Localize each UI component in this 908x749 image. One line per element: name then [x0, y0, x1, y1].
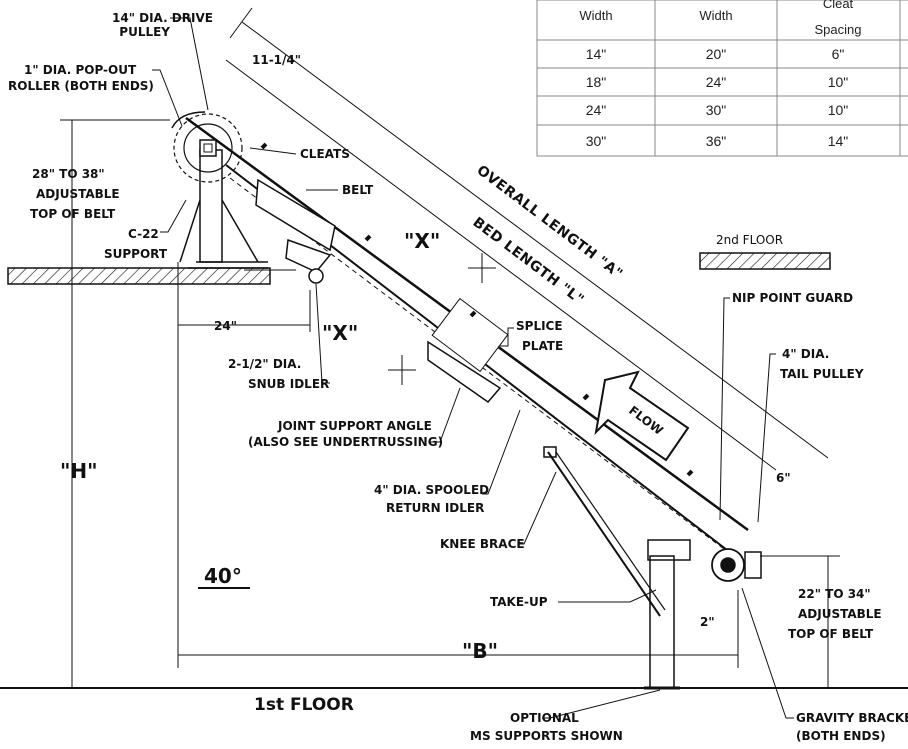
c22-label-1: C-22	[128, 227, 159, 241]
upper-floor-slab	[7, 267, 271, 285]
dim-11-label: 11-1/4"	[252, 53, 301, 67]
dim-2-label: 2"	[700, 615, 715, 629]
spooled-idler-label-1: 4" DIA. SPOOLED	[374, 483, 489, 497]
adj-bottom-label-2: ADJUSTABLE	[798, 607, 882, 621]
table-cell: 10"	[828, 102, 849, 118]
dim-6-label: 6"	[776, 471, 791, 485]
joint-support-label-2: (ALSO SEE UNDERTRUSSING)	[248, 435, 443, 449]
second-floor-slab	[699, 252, 831, 270]
adj-top-label-1: 28" TO 38"	[32, 167, 105, 181]
splice-label-1: SPLICE	[516, 319, 563, 333]
table-cell: 24"	[706, 74, 727, 90]
first-floor-label: 1st FLOOR	[254, 695, 354, 715]
gravity-brackets-label-1: GRAVITY BRACKETS	[796, 711, 908, 725]
dimension-lines	[60, 7, 840, 688]
belt-label: BELT	[342, 183, 374, 197]
spooled-idler-label-2: RETURN IDLER	[386, 501, 484, 515]
drive-pulley-label: 14" DIA. DRIVE	[112, 11, 213, 25]
tail-pulley-label-2: TAIL PULLEY	[780, 367, 864, 381]
table-cell: 20"	[706, 46, 727, 62]
joint-support-label-1: JOINT SUPPORT ANGLE	[277, 419, 432, 433]
gravity-brackets-label-2: (BOTH ENDS)	[796, 729, 886, 743]
table-header-3a: Cleat	[823, 0, 854, 11]
leader-lines	[152, 17, 794, 719]
snub-idler-label-1: 2-1/2" DIA.	[228, 357, 301, 371]
adj-top-label-3: TOP OF BELT	[30, 207, 116, 221]
second-floor-label: 2nd FLOOR	[716, 233, 783, 247]
popout-roller-label: 1" DIA. POP-OUT	[24, 63, 137, 77]
table-cell: 10"	[828, 74, 849, 90]
overall-length-label: OVERALL LENGTH "A"	[474, 162, 626, 282]
c22-label-2: SUPPORT	[104, 247, 168, 261]
table-cell: 30"	[586, 133, 607, 149]
table-cell: 6"	[832, 46, 845, 62]
splice-label-2: PLATE	[522, 339, 563, 353]
optional-supports-label-2: MS SUPPORTS SHOWN	[470, 729, 623, 743]
take-up-label: TAKE-UP	[490, 595, 548, 609]
table-cell: 18"	[586, 74, 607, 90]
snub-idler-label-2: SNUB IDLER	[248, 377, 329, 391]
popout-roller-label-2: ROLLER (BOTH ENDS)	[8, 79, 154, 93]
adj-top-label-2: ADJUSTABLE	[36, 187, 120, 201]
x-upper-label: "X"	[404, 229, 440, 253]
table-header-1: Width	[579, 8, 612, 23]
table-header-2: Width	[699, 8, 732, 23]
knee-brace-label: KNEE BRACE	[440, 537, 525, 551]
dim-24-label: 24"	[214, 319, 237, 333]
spec-table: Width Width Cleat Spacing 14" 20" 6" 18"…	[536, 0, 908, 157]
h-dimension-label: "H"	[60, 459, 98, 483]
flow-arrow: FLOW	[594, 370, 690, 462]
cleats-label: CLEATS	[300, 147, 350, 161]
table-header-3b: Spacing	[815, 22, 862, 37]
angle-label: 40°	[204, 564, 242, 588]
drive-pulley-label-2: PULLEY	[119, 25, 170, 39]
ms-support	[543, 446, 680, 690]
table-cell: 36"	[706, 133, 727, 149]
adj-bottom-label-3: TOP OF BELT	[788, 627, 874, 641]
adj-bottom-label-1: 22" TO 34"	[798, 587, 871, 601]
nip-guard-label: NIP POINT GUARD	[732, 291, 853, 305]
table-cell: 24"	[586, 102, 607, 118]
conveyor-frame	[171, 111, 762, 582]
x-lower-label: "X"	[322, 321, 358, 345]
table-cell: 14"	[586, 46, 607, 62]
table-cell: 14"	[828, 133, 849, 149]
table-cell: 30"	[706, 102, 727, 118]
tail-pulley-label-1: 4" DIA.	[782, 347, 829, 361]
b-dimension-label: "B"	[462, 639, 498, 663]
